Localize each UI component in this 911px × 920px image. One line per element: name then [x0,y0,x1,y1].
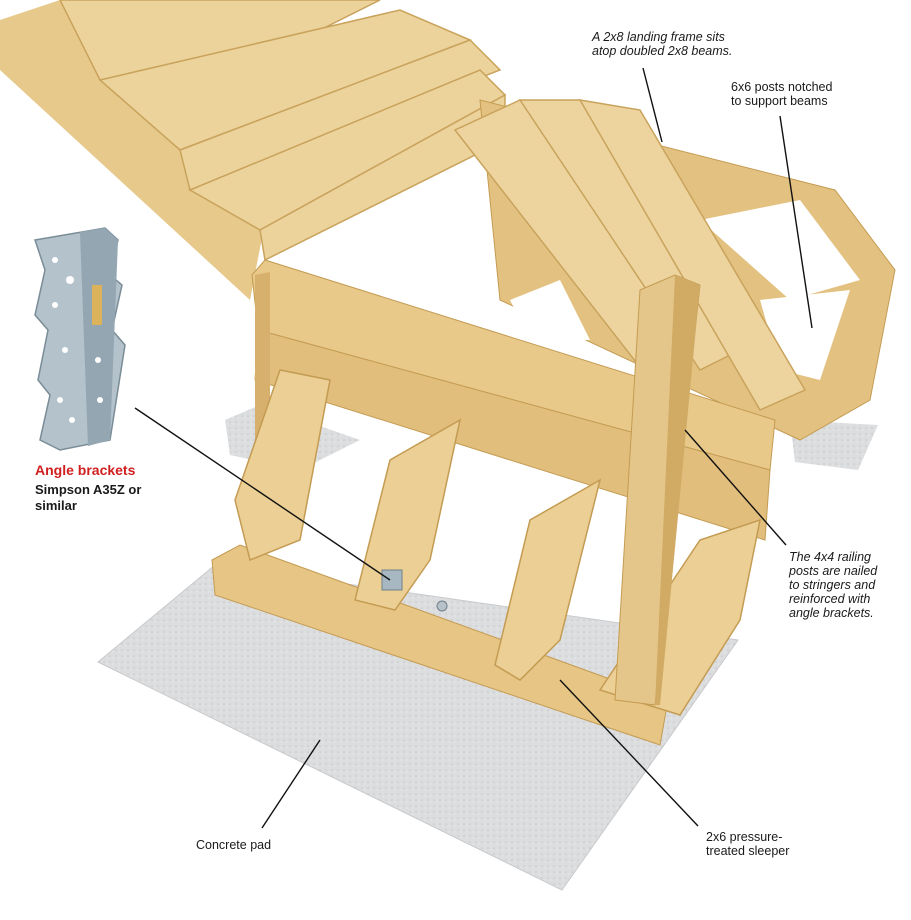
landing-opening-3 [510,280,590,340]
landing-frame-callout: A 2x8 landing frame sits atop doubled 2x… [592,30,733,58]
upper-treads [59,0,507,262]
bracket-callout-title: Angle brackets [35,462,136,478]
concrete-callout: Concrete pad [196,838,272,852]
posts-callout: 6x6 posts notched to support beams [731,80,833,108]
railing-callout: The 4x4 railing posts are nailed to stri… [789,550,878,620]
anchor-bolt [436,600,448,612]
leader-lines [134,67,813,829]
sleeper [211,544,669,746]
bracket-callout-desc: Simpson A35Z or similar [35,482,142,513]
concrete-pad [97,564,739,891]
railing-post-side [655,275,700,705]
landing-opening-1 [700,200,860,300]
angle-bracket-product [34,227,126,451]
angle-bracket-installed [381,569,403,591]
sleeper-callout: 2x6 pressure- treated sleeper [706,830,790,858]
